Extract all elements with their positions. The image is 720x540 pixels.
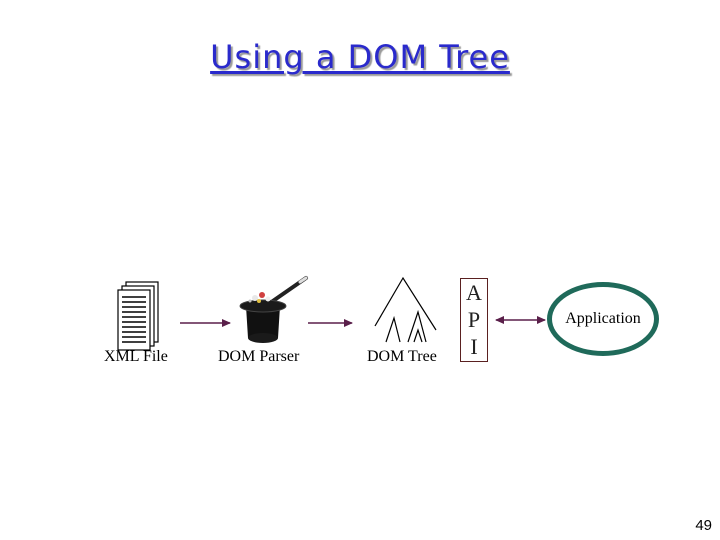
page-title: Using a DOM Tree (210, 38, 510, 76)
api-letter-p: P (467, 307, 481, 332)
application-label: Application (565, 310, 641, 327)
dom-tree-label: DOM Tree (367, 348, 437, 365)
document-icon (117, 281, 159, 351)
api-letter-a: A (466, 280, 482, 305)
dom-parser-label: DOM Parser (218, 348, 300, 365)
api-box: A P I (460, 278, 488, 362)
xml-file-label: XML File (104, 348, 168, 365)
page-number: 49 (695, 517, 712, 534)
magic-hat-icon (239, 276, 308, 343)
tree-icon (374, 276, 437, 343)
application-node: Application (547, 282, 659, 356)
api-letter-i: I (470, 334, 478, 359)
